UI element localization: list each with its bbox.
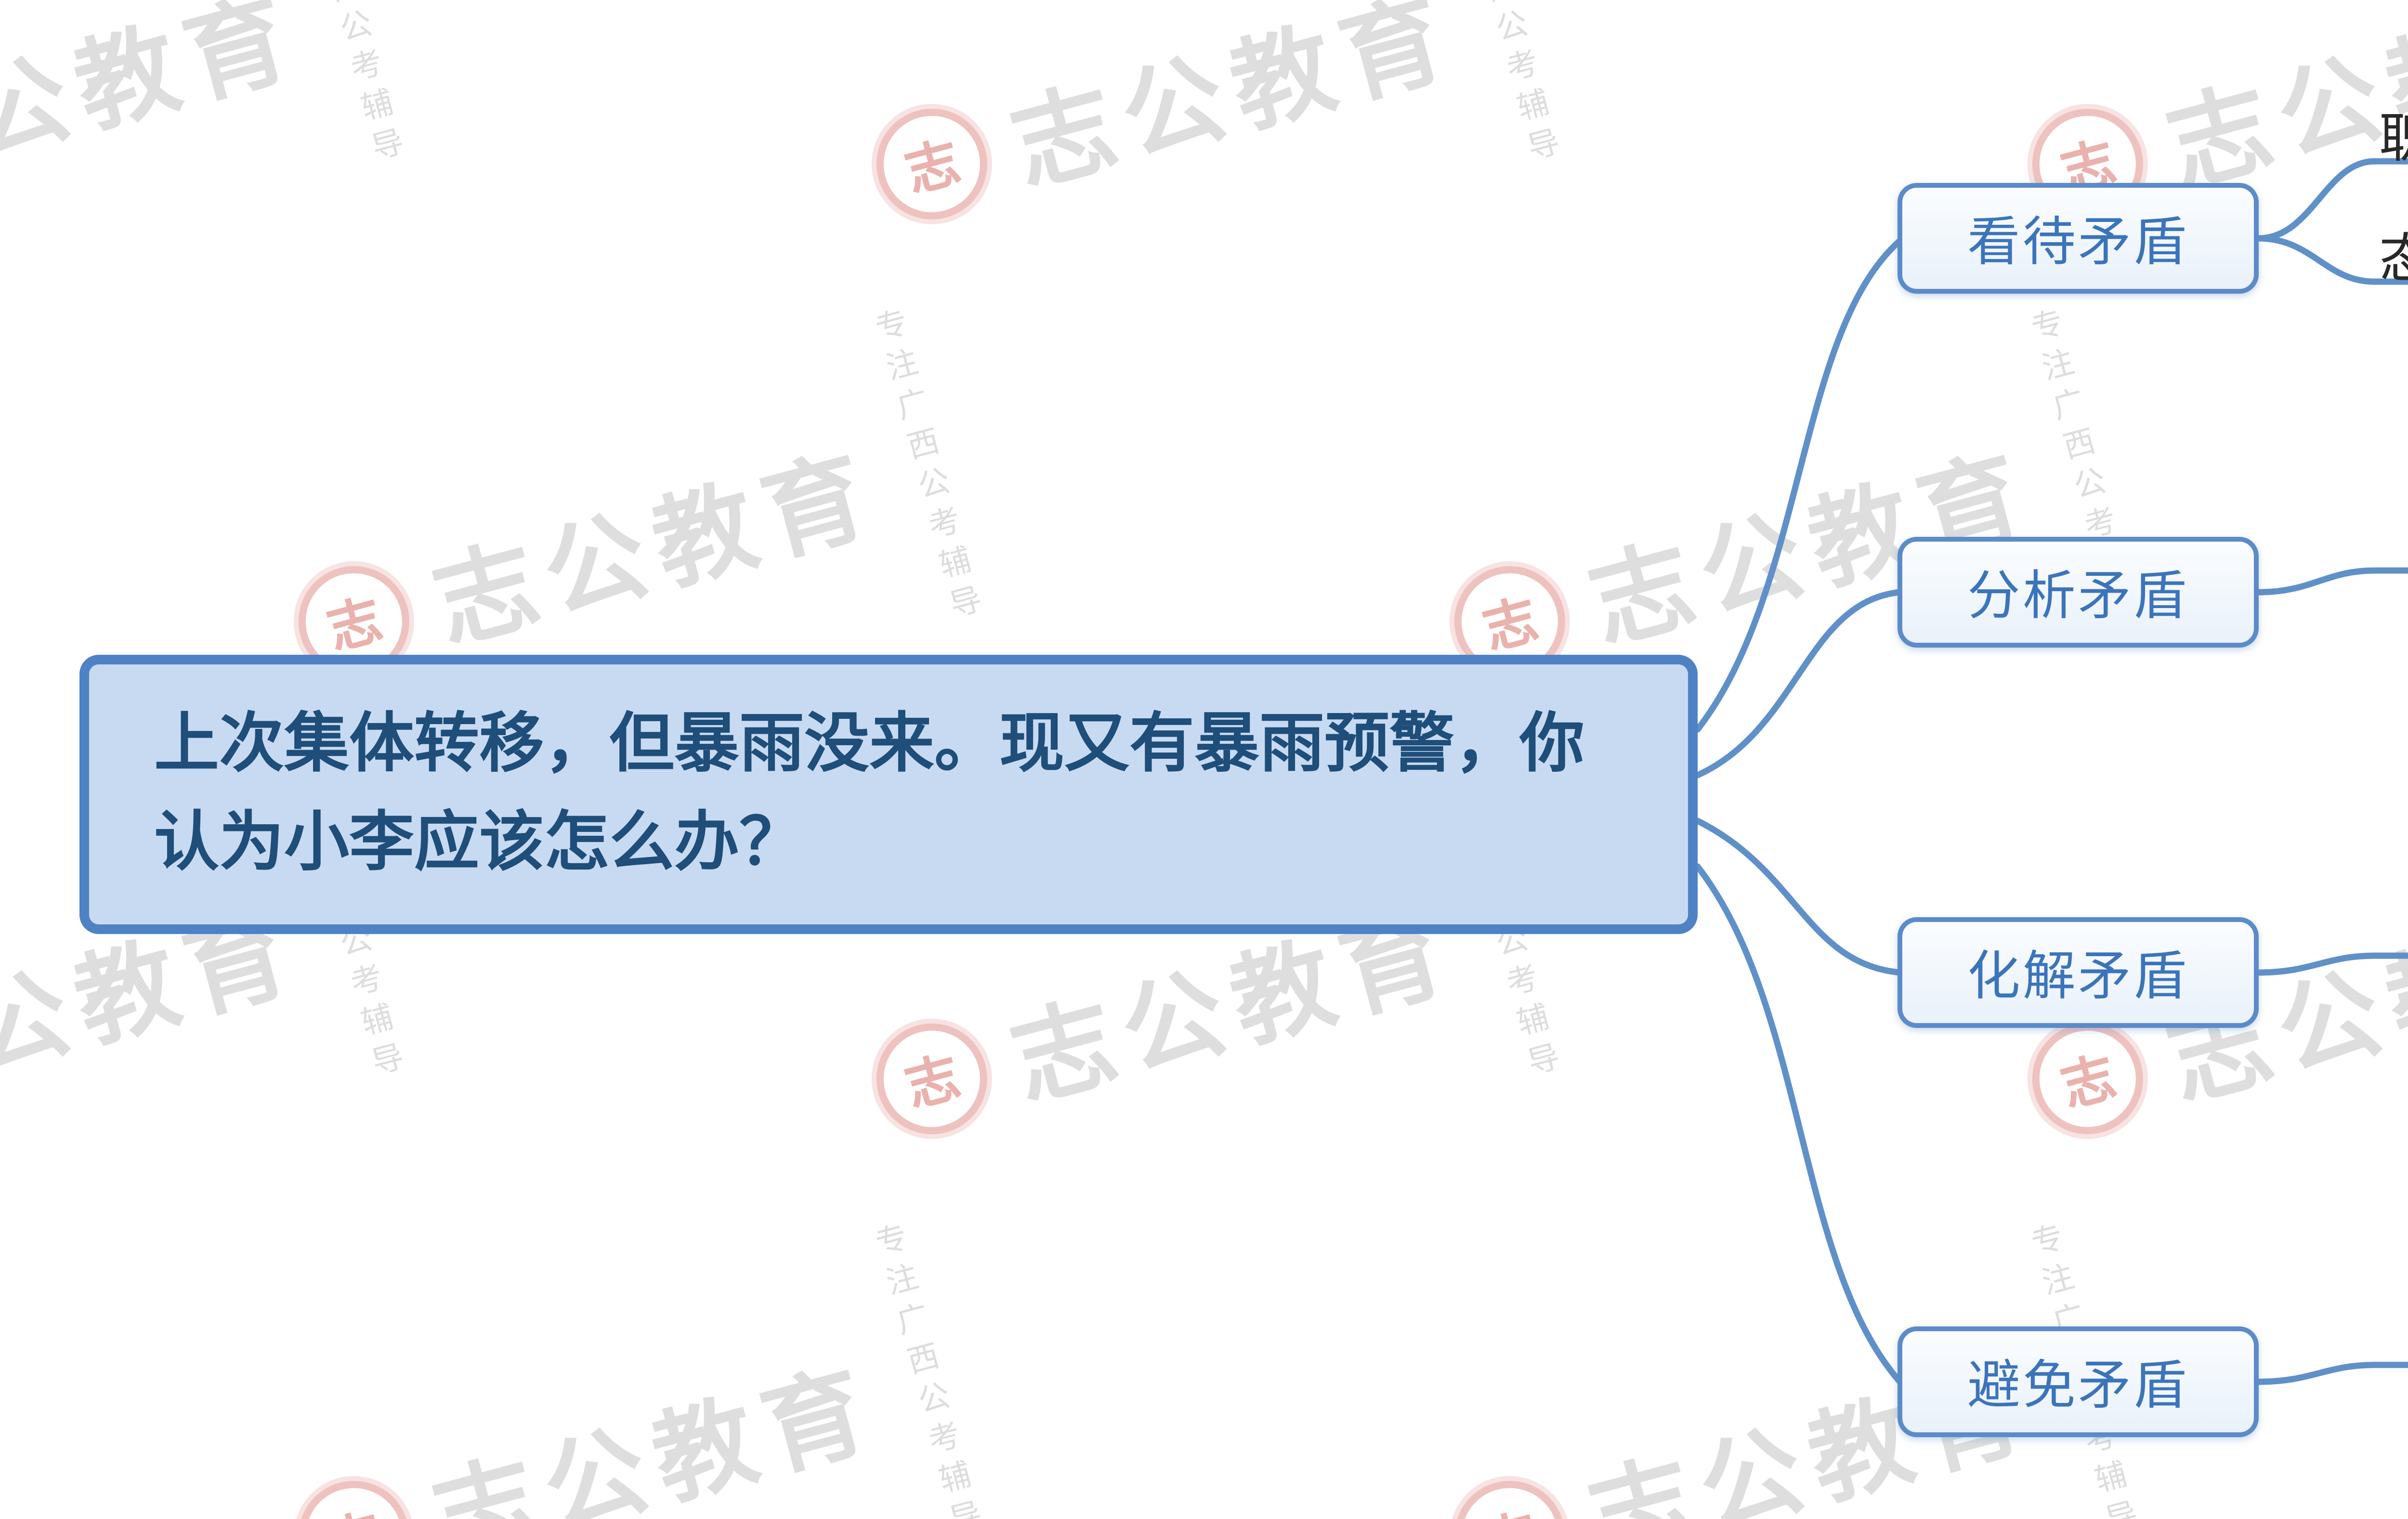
keyphrase-analyze: 了解态势 沟通各方 bbox=[2374, 414, 2408, 563]
edge-branch4-keyphrase bbox=[2255, 1362, 2408, 1385]
branch-label: 避免矛盾 bbox=[1967, 1355, 2189, 1415]
keyphrase-line: 总结反思 bbox=[2374, 1283, 2408, 1358]
edge-branch1-duty bbox=[2255, 158, 2408, 242]
edge-root-branch3 bbox=[1694, 818, 1903, 976]
branch-node-view-contradiction: 看待矛盾 bbox=[1898, 183, 2259, 294]
key-duty: 职责 bbox=[2379, 96, 2408, 173]
branch-label: 看待矛盾 bbox=[1967, 212, 2189, 272]
keyphrase-line: 了解态势 bbox=[2374, 414, 2408, 489]
edge-root-branch1 bbox=[1694, 237, 1903, 733]
root-question-text: 上次集体转移，但暴雨没来。现又有暴雨预警，你认为小李应该怎么办？ bbox=[154, 707, 1584, 879]
branch-label: 化解矛盾 bbox=[1967, 946, 2189, 1006]
keyphrase-line: 尽快撤离 bbox=[2374, 874, 2408, 948]
edge-root-branch4 bbox=[1694, 863, 1903, 1385]
branch-node-avoid-contradiction: 避免矛盾 bbox=[1898, 1326, 2259, 1437]
edge-root-branch2 bbox=[1694, 589, 1903, 779]
edge-branch3-keyphrase bbox=[2255, 952, 2408, 976]
keyphrase-line: 汇报领导 bbox=[2374, 1208, 2408, 1283]
keyphrase-resolve: 耐心劝说 尽快撤离 bbox=[2374, 799, 2408, 948]
keyphrase-line: 耐心劝说 bbox=[2374, 799, 2408, 874]
edge-branch2-keyphrase bbox=[2255, 567, 2408, 596]
edge-branch1-attitude bbox=[2255, 235, 2408, 285]
branch-node-analyze-contradiction: 分析矛盾 bbox=[1898, 537, 2259, 648]
branch-label: 分析矛盾 bbox=[1967, 566, 2189, 626]
keyphrase-line: 沟通各方 bbox=[2374, 489, 2408, 563]
branch-node-resolve-contradiction: 化解矛盾 bbox=[1898, 917, 2259, 1028]
keyphrase-avoid: 汇报领导 总结反思 bbox=[2374, 1208, 2408, 1358]
root-question-node: 上次集体转移，但暴雨没来。现又有暴雨预警，你认为小李应该怎么办？ bbox=[79, 655, 1698, 934]
key-attitude: 态度 bbox=[2379, 217, 2408, 294]
